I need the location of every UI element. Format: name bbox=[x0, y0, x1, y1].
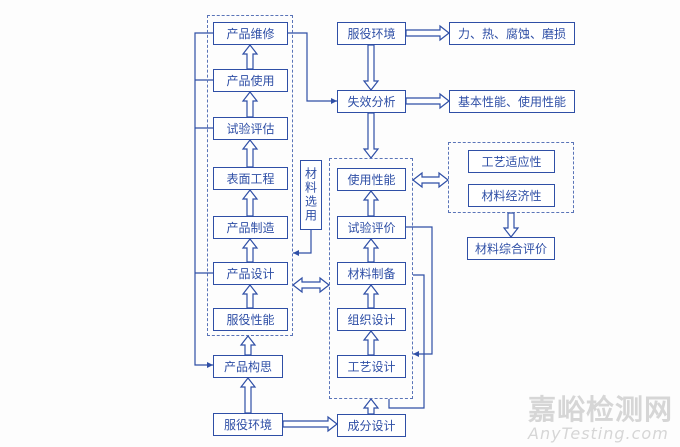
line-selection-to-group-head bbox=[293, 250, 299, 256]
double-arrow-use-perf-evaluation bbox=[412, 171, 449, 189]
arrow-env-to-failure bbox=[362, 44, 380, 91]
double-arrow-product-material bbox=[292, 276, 330, 294]
box-material-economy: 材料经济性 bbox=[468, 184, 555, 207]
arrow-structure-to-prep bbox=[362, 284, 380, 309]
watermark-en: AnyTesting.com bbox=[528, 424, 669, 443]
arrow-manufacture-to-surface bbox=[241, 189, 259, 217]
box-use-performance: 使用性能 bbox=[337, 168, 406, 191]
feedback-test-to-process bbox=[406, 226, 433, 355]
arrow-surface-to-test bbox=[241, 139, 259, 168]
arrow-service-perf-to-design bbox=[241, 284, 259, 309]
feedback-bus-left-head bbox=[207, 362, 213, 368]
arrow-composition-to-group bbox=[362, 398, 380, 415]
box-service-environment-top: 服役环境 bbox=[337, 22, 406, 45]
box-product-use: 产品使用 bbox=[213, 69, 288, 92]
box-loads: 力、热、腐蚀、磨损 bbox=[449, 22, 575, 45]
line-maintenance-to-failure bbox=[288, 32, 337, 102]
box-test-assessment: 试验评估 bbox=[213, 117, 288, 140]
box-service-environment-bottom: 服役环境 bbox=[213, 413, 283, 436]
arrow-use-to-maintenance bbox=[241, 44, 259, 70]
evaluation-group bbox=[448, 142, 574, 213]
arrow-test-to-use bbox=[241, 91, 259, 118]
box-process-adaptability: 工艺适应性 bbox=[468, 150, 555, 173]
arrow-process-to-structure bbox=[362, 330, 380, 356]
box-overall-evaluation: 材料综合评价 bbox=[467, 237, 555, 260]
box-composition-design: 成分设计 bbox=[337, 414, 406, 437]
box-product-design: 产品设计 bbox=[213, 262, 288, 285]
arrow-env-to-composition bbox=[282, 415, 338, 433]
arrow-failure-to-properties bbox=[405, 92, 450, 110]
box-test-evaluation: 试验评价 bbox=[337, 216, 406, 239]
box-product-manufacture: 产品制造 bbox=[213, 216, 288, 239]
line-selection-to-group bbox=[293, 230, 312, 254]
feedback-test-to-process-head bbox=[413, 351, 419, 357]
box-properties: 基本性能、使用性能 bbox=[449, 90, 575, 113]
material-stage-group bbox=[329, 158, 413, 399]
product-stage-group bbox=[207, 15, 293, 336]
box-product-maintenance: 产品维修 bbox=[213, 22, 288, 45]
arrow-design-to-manufacture bbox=[241, 238, 259, 263]
watermark-cn: 嘉峪检测网 bbox=[528, 393, 674, 426]
box-service-performance: 服役性能 bbox=[213, 308, 288, 331]
box-structure-design: 组织设计 bbox=[337, 308, 406, 331]
box-surface-engineering: 表面工程 bbox=[213, 167, 288, 190]
arrow-prep-to-test bbox=[362, 238, 380, 263]
box-material-preparation: 材料制备 bbox=[337, 262, 406, 285]
box-process-design: 工艺设计 bbox=[337, 355, 406, 378]
arrow-test-to-use-perf bbox=[362, 190, 380, 217]
arrow-env-to-loads bbox=[405, 24, 450, 42]
feedback-bus-left bbox=[194, 32, 213, 366]
arrow-env-to-concept bbox=[239, 377, 257, 414]
box-failure-analysis: 失效分析 bbox=[337, 90, 406, 113]
line-maintenance-to-failure-head bbox=[331, 98, 337, 104]
box-product-concept: 产品构思 bbox=[213, 355, 283, 378]
box-material-selection: 材料选用 bbox=[300, 160, 322, 230]
arrow-concept-to-group bbox=[239, 335, 257, 356]
arrow-evaluation-to-overall bbox=[502, 212, 520, 238]
arrow-failure-to-group bbox=[362, 112, 380, 159]
feedback-prep-loop bbox=[388, 274, 425, 409]
